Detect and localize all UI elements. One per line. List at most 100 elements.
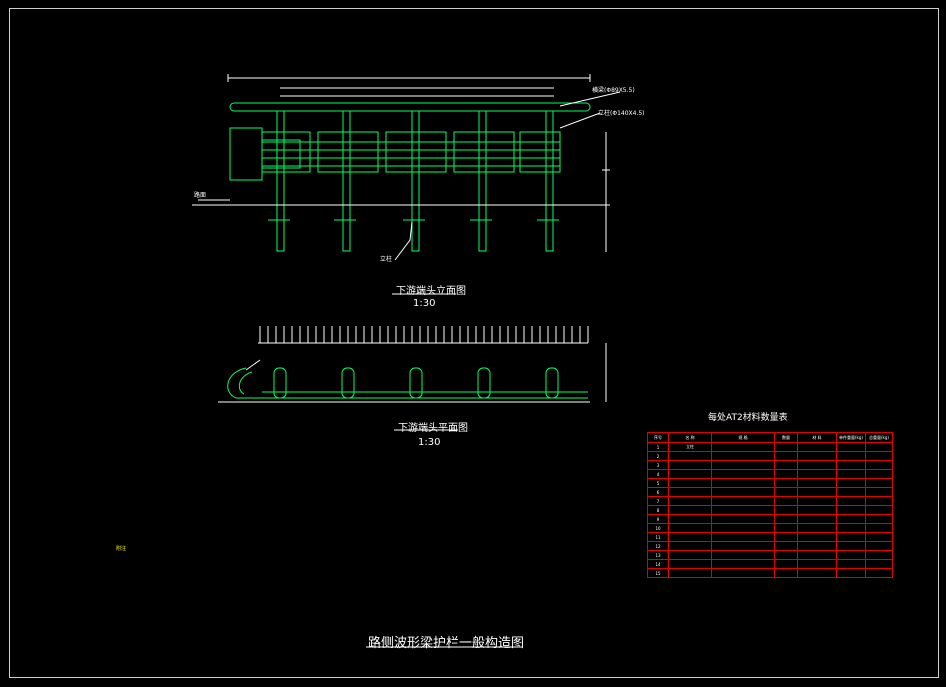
table-row: 8 <box>647 505 893 515</box>
table-cell <box>711 487 775 497</box>
table-row: 11 <box>647 532 893 542</box>
beam-panel <box>385 131 447 173</box>
plan-post <box>273 367 287 399</box>
table-cell <box>797 514 837 524</box>
table-cell <box>774 460 798 470</box>
table-cell <box>865 514 893 524</box>
table-cell <box>774 514 798 524</box>
table-cell <box>797 451 837 461</box>
table-cell <box>668 550 712 560</box>
beam-panel <box>261 131 311 173</box>
plan-post <box>545 367 559 399</box>
table-cell <box>711 505 775 515</box>
table-cell <box>836 568 866 578</box>
table-cell: 12 <box>647 541 669 551</box>
plan-view-scale: 1:30 <box>418 437 441 448</box>
table-cell <box>865 532 893 542</box>
table-cell <box>774 451 798 461</box>
table-cell: 立柱 <box>668 442 712 452</box>
table-cell <box>774 487 798 497</box>
table-cell: 15 <box>647 568 669 578</box>
table-cell <box>774 523 798 533</box>
table-cell <box>836 532 866 542</box>
table-cell <box>711 514 775 524</box>
table-header-cell: 数量 <box>774 432 798 443</box>
table-cell <box>865 487 893 497</box>
table-row: 12 <box>647 541 893 551</box>
table-cell <box>668 532 712 542</box>
table-cell <box>865 568 893 578</box>
post-label: 立柱 <box>380 256 393 263</box>
table-cell <box>711 541 775 551</box>
table-row: 2 <box>647 451 893 461</box>
table-cell: 5 <box>647 478 669 488</box>
table-cell <box>836 496 866 506</box>
table-cell <box>836 469 866 479</box>
table-cell <box>836 460 866 470</box>
table-header-cell: 单件重量(kg) <box>836 432 866 443</box>
post <box>276 110 285 252</box>
table-cell <box>836 478 866 488</box>
table-cell <box>711 451 775 461</box>
table-header-cell: 序号 <box>647 432 669 443</box>
table-cell <box>774 532 798 542</box>
table-header-cell: 总重量(kg) <box>865 432 893 443</box>
table-cell <box>774 568 798 578</box>
table-cell <box>797 532 837 542</box>
table-cell <box>668 451 712 461</box>
table-cell: 9 <box>647 514 669 524</box>
elevation-view-scale: 1:30 <box>413 298 436 309</box>
table-cell <box>797 505 837 515</box>
beam-spec-label: 横梁(Φ89X5.5) <box>592 87 635 94</box>
table-cell <box>797 487 837 497</box>
plan-view <box>218 326 607 431</box>
table-cell <box>865 478 893 488</box>
table-cell <box>797 442 837 452</box>
table-cell <box>668 478 712 488</box>
table-cell <box>836 505 866 515</box>
table-cell <box>711 532 775 542</box>
table-cell <box>865 451 893 461</box>
table-cell <box>797 478 837 488</box>
table-cell <box>836 487 866 497</box>
notes-heading: 附注 <box>116 546 127 552</box>
table-cell: 14 <box>647 559 669 569</box>
table-row: 5 <box>647 478 893 488</box>
table-cell: 4 <box>647 469 669 479</box>
table-cell: 6 <box>647 487 669 497</box>
table-header-row: 序号名 称规 格数量材 料单件重量(kg)总重量(kg) <box>647 432 893 443</box>
hatch-ticks <box>259 326 589 343</box>
table-cell: 7 <box>647 496 669 506</box>
table-cell <box>865 523 893 533</box>
beam-panel <box>317 131 379 173</box>
post <box>545 110 554 252</box>
table-cell <box>774 541 798 551</box>
table-cell: 11 <box>647 532 669 542</box>
beam-panel <box>453 131 515 173</box>
table-row: 9 <box>647 514 893 524</box>
elevation-view-title: 下游端头立面图 <box>396 286 466 297</box>
table-cell <box>668 541 712 551</box>
table-cell <box>711 460 775 470</box>
table-cell: 2 <box>647 451 669 461</box>
drawing-title: 路侧波形梁护栏一般构造图 <box>368 636 525 651</box>
table-cell <box>836 523 866 533</box>
table-header-cell: 名 称 <box>668 432 712 443</box>
table-cell <box>774 505 798 515</box>
table-row: 4 <box>647 469 893 479</box>
table-cell <box>711 442 775 452</box>
table-cell <box>711 523 775 533</box>
table-cell <box>865 505 893 515</box>
table-row: 7 <box>647 496 893 506</box>
drawing-frame <box>9 8 939 678</box>
curved-end-terminal <box>227 367 250 399</box>
table-cell <box>836 451 866 461</box>
beam-panel <box>519 131 561 173</box>
table-title: 每处AT2材料数量表 <box>708 413 788 423</box>
table-cell <box>797 550 837 560</box>
table-cell <box>865 496 893 506</box>
table-cell <box>711 559 775 569</box>
plan-view-title: 下游端头平面图 <box>398 423 468 434</box>
